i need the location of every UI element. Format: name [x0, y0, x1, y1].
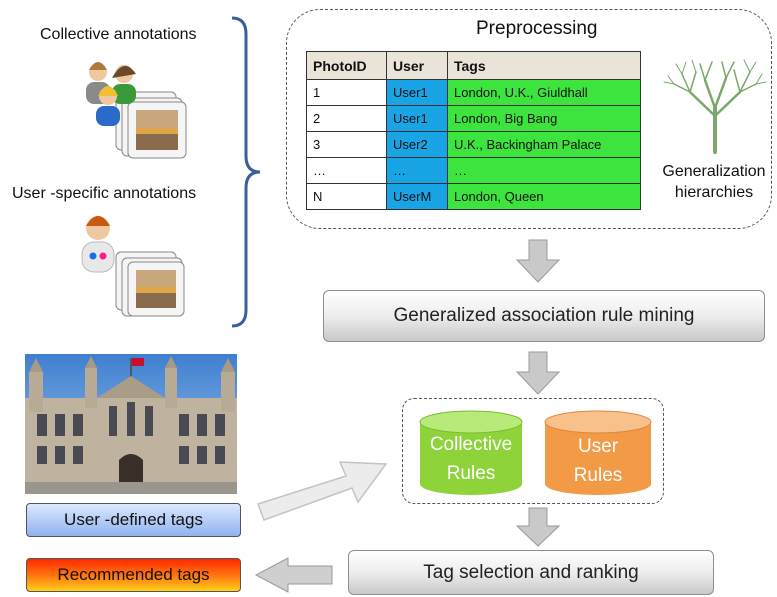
- generalization-hierarchies-label: Generalization hierarchies: [655, 161, 773, 203]
- tag-selection-box: Tag selection and ranking: [348, 550, 714, 595]
- cell-tags: …: [447, 157, 641, 184]
- header-tags: Tags: [447, 51, 641, 80]
- user-rules-cylinder: [544, 410, 652, 495]
- cell-user: User2: [386, 131, 448, 158]
- cell-photoid: 1: [306, 79, 387, 106]
- people-group-icon: [86, 62, 136, 126]
- user-rules-label: User Rules: [543, 432, 653, 490]
- right-arrow-icon: [257, 461, 388, 521]
- single-user-icon: [81, 216, 115, 273]
- generalization-line2: hierarchies: [674, 184, 754, 201]
- tree-icon: [663, 59, 767, 154]
- user-specific-annotations-label: User -specific annotations: [12, 185, 197, 202]
- cell-photoid: 3: [306, 131, 387, 158]
- cell-tags: U.K., Backingham Palace: [447, 131, 641, 158]
- preprocessing-panel: [286, 9, 772, 229]
- collective-rules-line2: Rules: [446, 463, 496, 484]
- photo-stack-icon: [115, 91, 187, 159]
- cell-tags: London, U.K., Giuldhall: [447, 79, 641, 106]
- collective-annotations-label: Collective annotations: [40, 26, 197, 43]
- generalization-line1: Generalization: [662, 163, 766, 180]
- preprocessing-title: Preprocessing: [476, 18, 598, 39]
- cell-user: User1: [386, 79, 448, 106]
- photo-stack-icon: [115, 251, 185, 317]
- cell-photoid: N: [306, 183, 387, 210]
- user-rules-line1: User: [577, 436, 619, 457]
- collective-rules-cylinder: [419, 410, 523, 495]
- table-row: N UserM London, Queen: [306, 183, 641, 210]
- cell-photoid: 2: [306, 105, 387, 132]
- collective-annotations-icon: [86, 62, 187, 159]
- database-cylinder-icon: [419, 410, 523, 495]
- cell-user: UserM: [386, 183, 448, 210]
- annotations-table: PhotoID User Tags 1 User1 London, U.K., …: [306, 51, 641, 210]
- generalized-mining-box: Generalized association rule mining: [323, 290, 765, 342]
- down-arrow-icon: [515, 507, 561, 547]
- collective-rules-line1: Collective: [429, 434, 513, 455]
- rules-panel: [402, 398, 664, 504]
- table-row: 3 User2 U.K., Backingham Palace: [306, 131, 641, 158]
- table-row: 2 User1 London, Big Bang: [306, 105, 641, 132]
- user-rules-line2: Rules: [573, 465, 623, 486]
- recommended-tags-box: Recommended tags: [26, 558, 241, 592]
- user-defined-tags-box: User -defined tags: [26, 503, 241, 537]
- table-row: … … …: [306, 157, 641, 184]
- cell-user: …: [386, 157, 448, 184]
- brace: [231, 16, 261, 328]
- cell-tags: London, Big Bang: [447, 105, 641, 132]
- left-arrow-icon: [254, 557, 333, 593]
- guildhall-photo: [25, 354, 237, 494]
- down-arrow-icon: [515, 239, 561, 283]
- collective-rules-label: Collective Rules: [418, 430, 524, 488]
- table-header-row: PhotoID User Tags: [306, 51, 641, 80]
- database-cylinder-icon: [544, 410, 652, 495]
- header-photoid: PhotoID: [306, 51, 387, 80]
- table-row: 1 User1 London, U.K., Giuldhall: [306, 79, 641, 106]
- cell-user: User1: [386, 105, 448, 132]
- down-arrow-icon: [515, 351, 561, 395]
- cell-photoid: …: [306, 157, 387, 184]
- cell-tags: London, Queen: [447, 183, 641, 210]
- user-specific-annotations-icon: [81, 216, 185, 317]
- header-user: User: [386, 51, 448, 80]
